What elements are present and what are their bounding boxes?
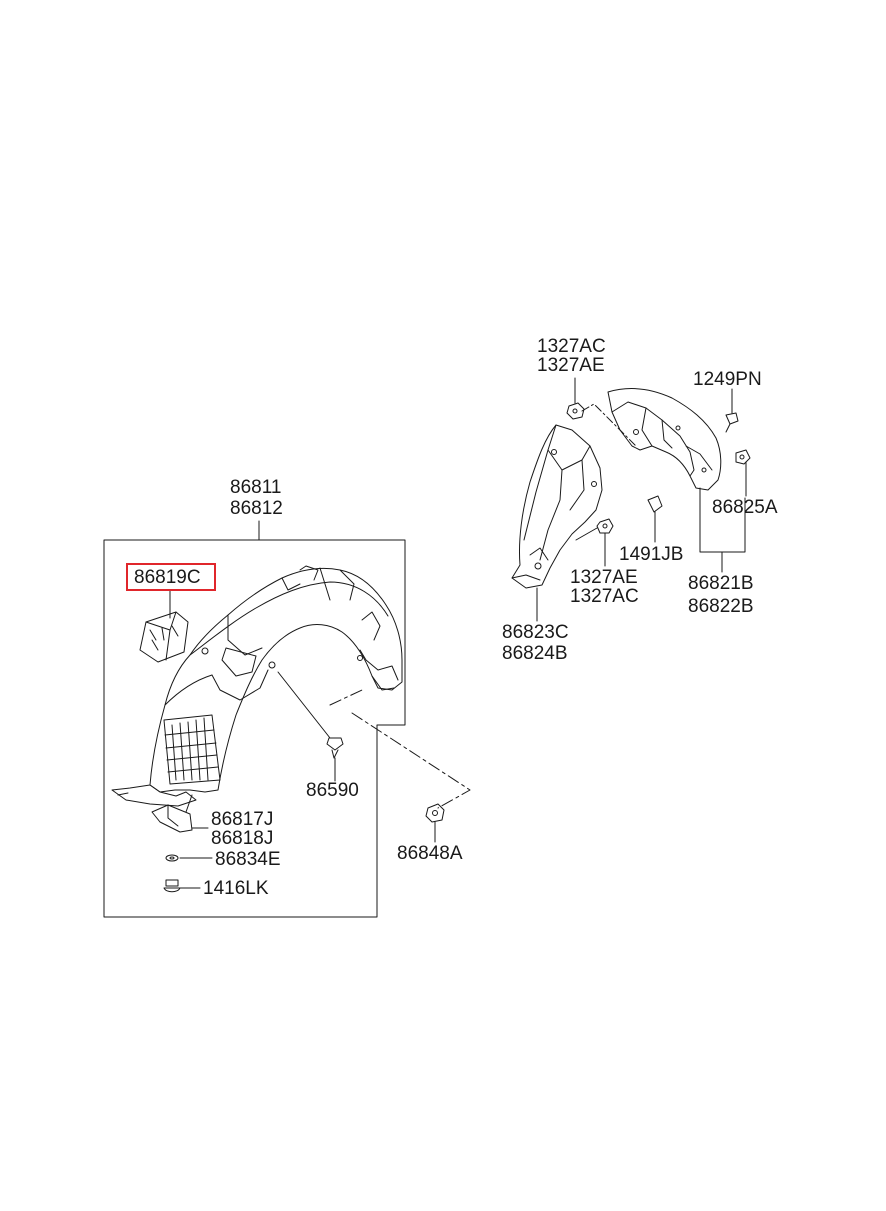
part-86590-clip <box>326 737 344 759</box>
dashed-line-top <box>581 403 637 447</box>
fender-liner-front <box>111 565 403 807</box>
fender-liner-rear-upper <box>607 388 722 491</box>
label-86822B[interactable]: 86822B <box>688 596 754 617</box>
label-86834E[interactable]: 86834E <box>215 849 281 870</box>
label-1327AE-bottom[interactable]: 1327AE <box>570 567 638 588</box>
label-86823C[interactable]: 86823C <box>502 622 569 643</box>
label-86590[interactable]: 86590 <box>306 780 359 801</box>
part-86834E-washer <box>165 854 179 862</box>
label-86817J[interactable]: 86817J <box>211 809 274 830</box>
part-1327AE-bottom-nut <box>596 518 614 534</box>
label-86812[interactable]: 86812 <box>230 498 283 519</box>
part-1249PN-screw <box>725 412 739 433</box>
part-1416LK-screw <box>163 879 181 893</box>
fender-liner-rear-lower <box>511 424 603 589</box>
label-1327AC-top[interactable]: 1327AC <box>537 336 606 357</box>
label-86821B[interactable]: 86821B <box>688 573 754 594</box>
label-1249PN[interactable]: 1249PN <box>693 369 762 390</box>
label-1327AC-bottom[interactable]: 1327AC <box>570 586 639 607</box>
label-86811[interactable]: 86811 <box>230 477 282 498</box>
label-1416LK[interactable]: 1416LK <box>203 878 269 899</box>
leader-1327AE-liner <box>575 527 598 541</box>
bracket-86821B <box>699 487 746 573</box>
label-86825A[interactable]: 86825A <box>712 497 778 518</box>
assembly-frame <box>103 539 406 918</box>
part-1491JB-fastener <box>647 495 663 513</box>
part-86817J-bracket <box>151 804 193 833</box>
dashed-line-86848A <box>329 689 471 809</box>
label-1491JB[interactable]: 1491JB <box>619 544 684 565</box>
leader-86590-liner <box>277 671 331 739</box>
part-86848A-nut <box>425 803 445 823</box>
label-1327AE-top[interactable]: 1327AE <box>537 355 605 376</box>
label-86818J[interactable]: 86818J <box>211 828 274 849</box>
label-86824B[interactable]: 86824B <box>502 643 568 664</box>
part-86825A-nut <box>735 449 751 465</box>
label-86848A[interactable]: 86848A <box>397 843 463 864</box>
leader-86817J-up <box>185 794 193 813</box>
part-1327AC-top-nut <box>566 402 585 420</box>
label-86819C[interactable]: 86819C <box>134 567 201 588</box>
part-86819C-bracket <box>139 611 189 663</box>
